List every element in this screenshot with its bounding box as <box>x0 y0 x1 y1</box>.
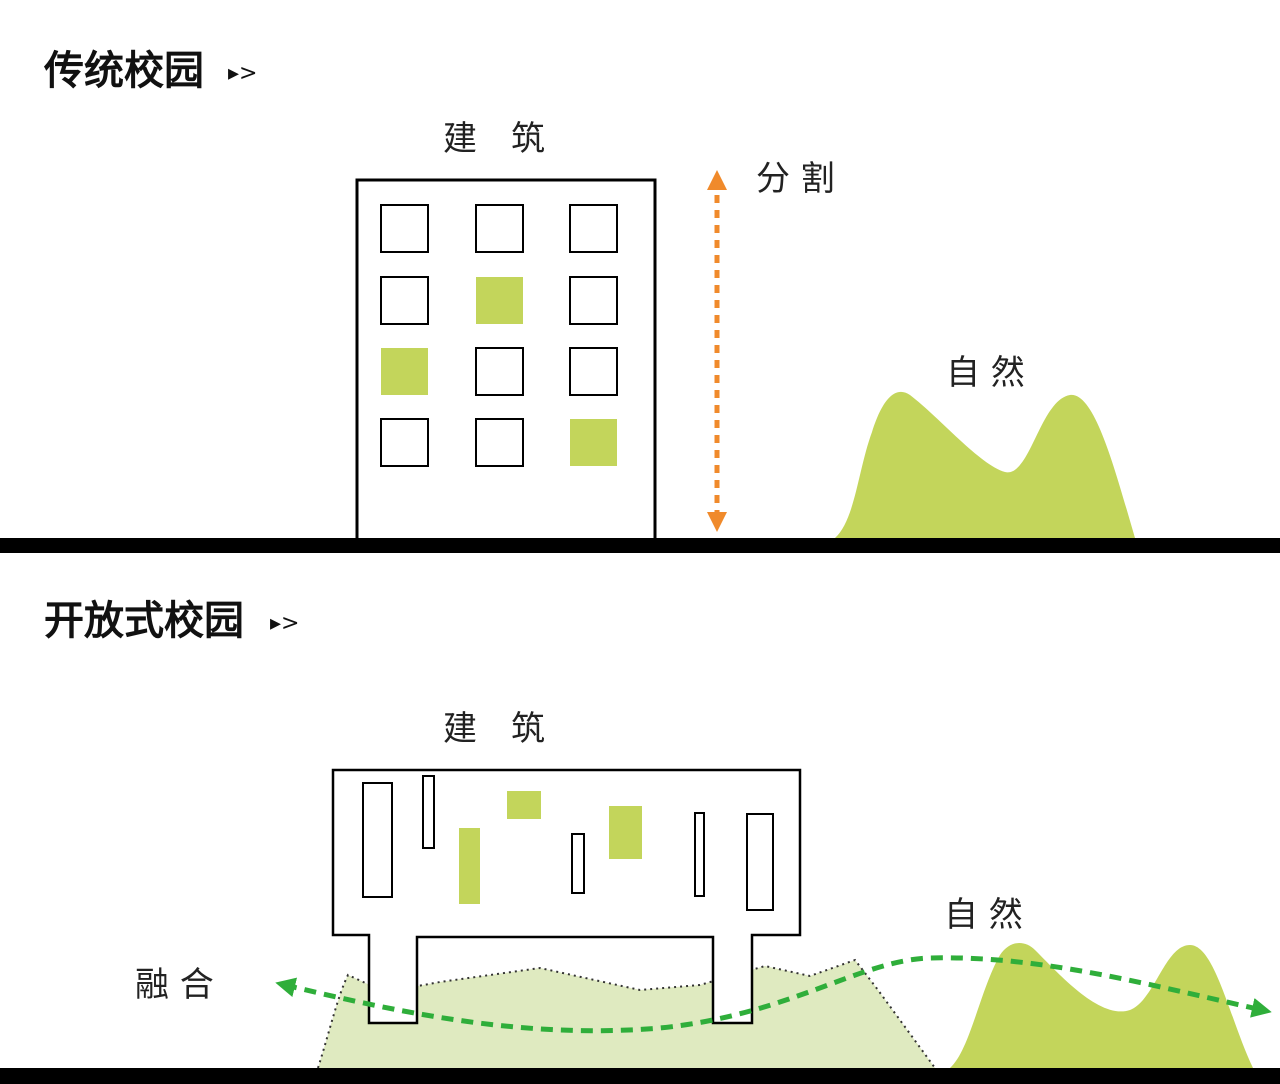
green-window <box>570 419 617 466</box>
window <box>422 775 435 849</box>
open-section: 开放式校园 ▸> 建 筑 自 然 融 合 <box>0 598 1280 1084</box>
traditional-windows <box>380 204 618 467</box>
open-ground <box>0 1068 1280 1084</box>
open-title: 开放式校园 <box>44 598 244 644</box>
open-building-label: 建 筑 <box>443 709 545 749</box>
green-window <box>381 348 428 395</box>
traditional-building-label: 建 筑 <box>443 119 545 159</box>
green-window <box>476 277 523 324</box>
window <box>694 812 705 897</box>
window <box>746 813 774 911</box>
window <box>475 204 524 253</box>
merge-label: 融 合 <box>135 965 214 1005</box>
window <box>380 276 429 325</box>
window <box>475 347 524 396</box>
window <box>380 204 429 253</box>
traditional-section: 传统校园 ▸> 建 筑 分 割 自 然 <box>0 48 1280 553</box>
window <box>380 418 429 467</box>
open-nature-hills <box>950 943 1253 1068</box>
open-windows <box>362 775 774 911</box>
window <box>362 782 393 898</box>
green-window <box>507 791 541 819</box>
divide-label: 分 割 <box>756 159 835 199</box>
traditional-nature-hills <box>835 391 1135 538</box>
window <box>569 347 618 396</box>
open-title-arrow-icon: ▸> <box>270 611 299 636</box>
traditional-nature-label: 自 然 <box>946 353 1025 393</box>
open-building <box>331 768 802 1025</box>
window <box>569 204 618 253</box>
window <box>475 418 524 467</box>
green-window <box>459 828 480 904</box>
open-landscape-outline <box>317 958 936 1069</box>
traditional-title: 传统校园 <box>43 48 204 94</box>
window <box>569 276 618 325</box>
traditional-title-arrow-icon: ▸> <box>228 61 257 86</box>
merge-flow-arrow-icon <box>275 955 1272 1034</box>
open-nature-label: 自 然 <box>944 895 1023 935</box>
traditional-ground <box>0 538 1280 553</box>
window <box>571 833 585 894</box>
green-window <box>609 806 642 859</box>
